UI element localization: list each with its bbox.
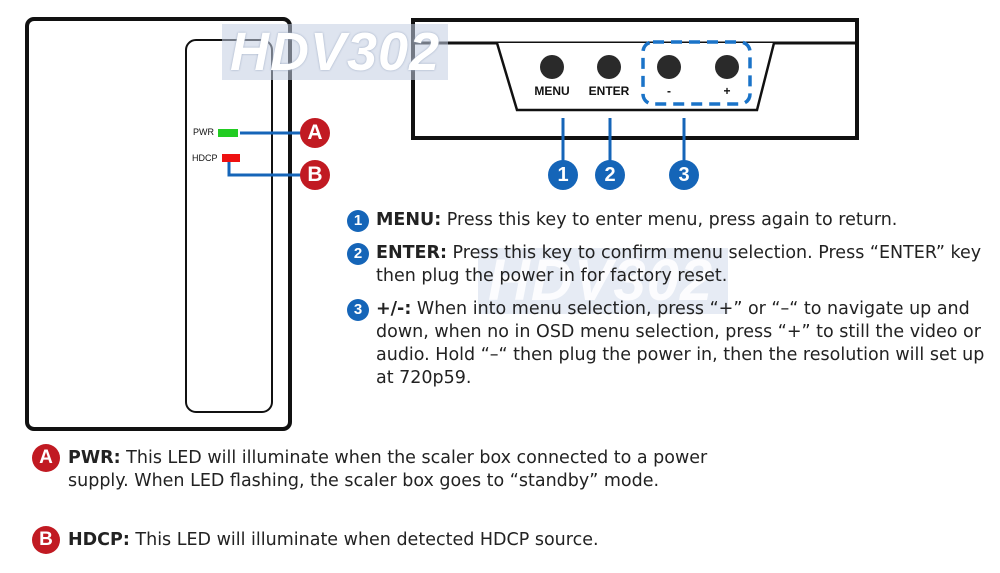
desc-plus-minus: +/-: When into menu selection, press “+”… xyxy=(376,298,991,390)
enter-button-shape xyxy=(597,55,621,79)
desc-hdcp: HDCP: This LED will illuminate when dete… xyxy=(68,529,708,552)
desc-hdcp-text: This LED will illuminate when detected H… xyxy=(129,530,599,550)
callout-1: 1 xyxy=(548,160,578,190)
plus-minus-dashed-box xyxy=(641,40,752,106)
pwr-led-label: PWR xyxy=(193,127,214,137)
minus-button-shape xyxy=(657,55,681,79)
hdcp-leader xyxy=(227,162,302,177)
desc-a-badge: A xyxy=(32,444,60,472)
button-recess xyxy=(495,42,776,112)
hdcp-led xyxy=(222,154,240,162)
callout-2: 2 xyxy=(595,160,625,190)
desc-pwr-text: This LED will illuminate when the scaler… xyxy=(68,448,708,491)
desc-plus-minus-title: +/-: xyxy=(376,299,412,319)
desc-menu: MENU: Press this key to enter menu, pres… xyxy=(376,209,986,232)
desc-plus-minus-text: When into menu selection, press “+” or “… xyxy=(376,299,985,388)
pwr-led xyxy=(218,129,238,137)
desc-pwr-title: PWR: xyxy=(68,448,121,468)
desc-b-badge: B xyxy=(32,526,60,554)
desc-enter-text: Press this key to confirm menu selection… xyxy=(376,243,982,286)
plus-button-label: + xyxy=(723,84,731,98)
desc-menu-title: MENU: xyxy=(376,210,442,230)
plus-button-shape xyxy=(715,55,739,79)
hdcp-led-label: HDCP xyxy=(192,153,218,163)
menu-button-label: MENU xyxy=(534,84,570,98)
callout-b: B xyxy=(300,160,330,190)
watermark-top: HDV302 xyxy=(222,24,448,80)
callout-3: 3 xyxy=(669,160,699,190)
side-panel-inner xyxy=(185,39,273,413)
callout-a: A xyxy=(300,118,330,148)
desc-pwr: PWR: This LED will illuminate when the s… xyxy=(68,447,708,493)
desc-1-badge: 1 xyxy=(347,210,369,232)
desc-menu-text: Press this key to enter menu, press agai… xyxy=(441,210,898,230)
desc-3-badge: 3 xyxy=(347,299,369,321)
enter-button-label: ENTER xyxy=(588,84,630,98)
minus-button-label: - xyxy=(667,84,671,98)
menu-button-shape xyxy=(540,55,564,79)
desc-enter-title: ENTER: xyxy=(376,243,447,263)
desc-hdcp-title: HDCP: xyxy=(68,530,130,550)
desc-enter: ENTER: Press this key to confirm menu se… xyxy=(376,242,986,288)
desc-2-badge: 2 xyxy=(347,243,369,265)
watermark-middle: HDV302 xyxy=(478,248,728,314)
